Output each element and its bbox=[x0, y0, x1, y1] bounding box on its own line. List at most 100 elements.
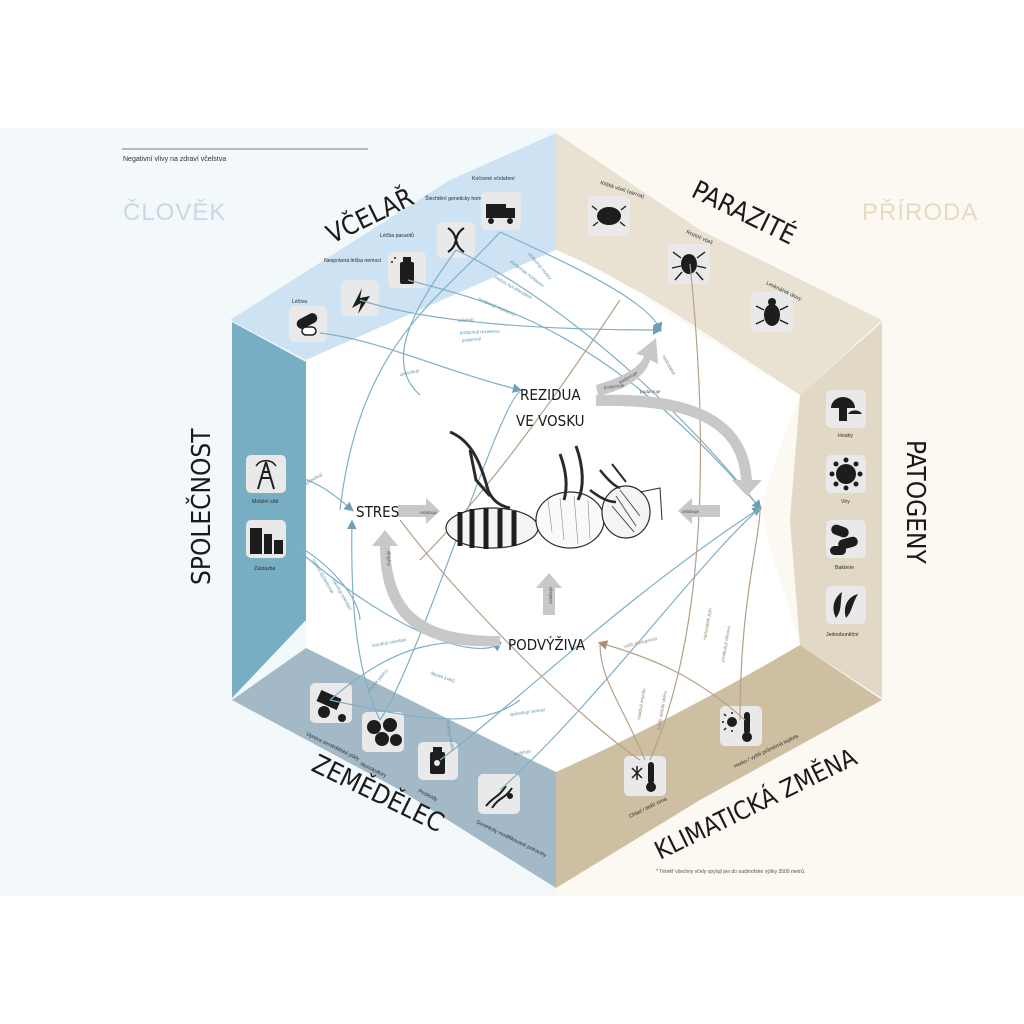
item-label: Šlechtění geneticky homogenní populace bbox=[425, 195, 520, 202]
arrow-label: podporuje bbox=[604, 383, 625, 390]
nature-flows bbox=[399, 263, 761, 761]
flow-label: podporují rezistenci bbox=[460, 329, 500, 335]
flow-label: způsobují bbox=[399, 367, 420, 377]
flow-line bbox=[455, 249, 762, 510]
flow-label: narušují orientaci bbox=[371, 637, 406, 648]
spolecnost-item-1: Zástavba bbox=[246, 520, 286, 572]
lightning-pill-icon bbox=[352, 288, 370, 314]
patogeny-item-2: Bakterie bbox=[826, 520, 866, 571]
item-label: Zástavba bbox=[254, 566, 275, 572]
flow-label: rozšiřuje bbox=[513, 748, 531, 757]
truck-icon bbox=[486, 204, 515, 224]
spolecnost-title: SPOLEČNOST bbox=[185, 428, 217, 585]
rezidua-label-line1: REZIDUA bbox=[520, 386, 581, 404]
patogeny-title: PATOGENY bbox=[900, 440, 930, 565]
flow-label: kratší období sběru bbox=[656, 690, 668, 730]
arrow-label: zvyšuje bbox=[386, 550, 391, 566]
page-title: Negativní vlivy na zdraví včelstva bbox=[123, 156, 226, 163]
protozoa-icon bbox=[833, 592, 858, 618]
mushroom-icon bbox=[831, 397, 862, 421]
mite-icon bbox=[671, 251, 707, 281]
arrow-label: podporuje bbox=[640, 389, 661, 394]
virus-icon bbox=[829, 457, 863, 491]
flow-label: prodlužují obnovu bbox=[720, 625, 731, 662]
bee-illustration bbox=[445, 430, 663, 549]
flow-line bbox=[319, 332, 523, 393]
flow-line bbox=[359, 299, 663, 335]
vcelar-item-0: Léčiva bbox=[289, 299, 327, 342]
flow-line bbox=[599, 642, 646, 761]
flow-line bbox=[329, 699, 521, 720]
patogeny-item-1: Viry bbox=[826, 455, 866, 505]
podvyziva-to-bee-arrow bbox=[536, 573, 562, 615]
flow-label: podporují bbox=[462, 336, 482, 343]
flow-label: způsobují nemoci bbox=[509, 706, 545, 717]
arrow-label: oslabuje bbox=[682, 509, 700, 514]
item-label: Nesprávná léčba nemocí bbox=[324, 258, 382, 264]
spolecnost-section bbox=[232, 322, 306, 698]
patogeny-item-0: Houby bbox=[826, 390, 866, 439]
dna-icon bbox=[447, 227, 465, 253]
flow-label: zhoršuje vitalitu bbox=[445, 719, 455, 751]
flow-line bbox=[439, 506, 763, 761]
nature-label: PŘÍRODA bbox=[862, 199, 978, 226]
flow-line bbox=[499, 231, 663, 333]
cold-thermometer-icon bbox=[631, 762, 656, 792]
flow-line bbox=[285, 473, 354, 512]
bacteria-icon bbox=[830, 524, 858, 555]
flow-line bbox=[402, 249, 457, 396]
flow-line bbox=[499, 507, 761, 791]
tractor-icon bbox=[316, 690, 346, 722]
flow-line bbox=[407, 279, 762, 510]
buildings-icon bbox=[250, 528, 283, 554]
flow-line bbox=[597, 640, 746, 721]
patogeny-item-3: Jednobuněční bbox=[826, 586, 866, 638]
podvyziva-to-stres-arrow bbox=[372, 530, 500, 647]
klima-section bbox=[556, 645, 882, 888]
flow-line bbox=[339, 231, 501, 511]
item-label: Bakterie bbox=[835, 565, 854, 571]
rezidua-to-parazite-arrow bbox=[596, 338, 658, 396]
main-arrows bbox=[372, 338, 762, 647]
human-label: ČLOVĚK bbox=[123, 198, 226, 226]
flow-label: oslabují bbox=[458, 317, 475, 323]
stres-label: STRES bbox=[356, 503, 399, 521]
rezidua-label-line2: VE VOSKU bbox=[516, 412, 585, 430]
footnote: * Téměř všechny včely opylují jen do nad… bbox=[656, 868, 805, 875]
varroa-mite-icon bbox=[591, 205, 627, 227]
beetle-icon bbox=[755, 298, 789, 326]
heat-thermometer-icon bbox=[722, 712, 752, 742]
item-label: Jednobuněční bbox=[826, 632, 859, 638]
item-label: Houby bbox=[838, 433, 853, 439]
flow-label: nedostatek pylu bbox=[702, 607, 713, 640]
antenna-icon bbox=[255, 459, 277, 490]
trees-icon bbox=[367, 718, 402, 746]
vcelar-item-4: Kočovné včelaření bbox=[472, 176, 521, 230]
flow-line bbox=[347, 519, 381, 721]
pesticide-icon bbox=[430, 747, 445, 774]
vcelar-item-2: Léčba parazitů bbox=[380, 232, 426, 288]
item-label: Kočovné včelaření bbox=[472, 176, 515, 182]
vcelar-item-1: Nesprávná léčba nemocí bbox=[324, 258, 382, 316]
spolecnost-item-0: Mobilní sítě bbox=[246, 455, 286, 505]
parazite-section bbox=[556, 133, 882, 395]
flow-label: oslabují imunitu bbox=[636, 687, 647, 720]
arrow-label: oslabuje bbox=[420, 510, 438, 515]
patogeny-to-bee-arrow bbox=[678, 498, 720, 524]
item-label: Mobilní sítě bbox=[252, 499, 279, 505]
item-label: Léčiva bbox=[292, 299, 307, 305]
pills-icon bbox=[296, 313, 318, 336]
flow-line bbox=[739, 507, 761, 721]
arrow-label: oslabuje bbox=[548, 586, 553, 604]
vcelar-section bbox=[230, 133, 556, 360]
item-label: Viry bbox=[841, 499, 850, 505]
podvyziva-label: PODVÝŽIVA bbox=[508, 635, 586, 654]
stres-to-bee-arrow bbox=[398, 498, 440, 524]
vcelar-item-3: Šlechtění geneticky homogenní populace bbox=[425, 195, 520, 258]
flow-line bbox=[285, 539, 361, 621]
spray-icon bbox=[391, 257, 414, 284]
gmo-dna-icon bbox=[485, 785, 513, 809]
flow-line bbox=[649, 263, 702, 761]
